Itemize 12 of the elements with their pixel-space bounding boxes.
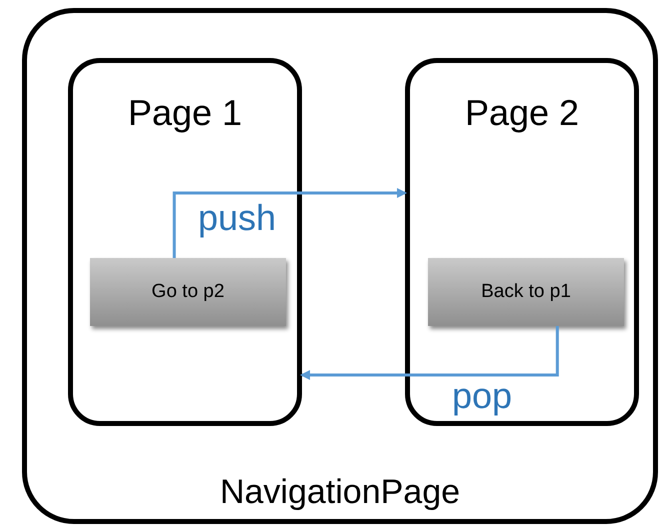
arrow	[172, 188, 407, 258]
page-title: Page 2	[464, 95, 580, 131]
arrow	[300, 326, 559, 380]
page-card	[405, 58, 639, 426]
page-card	[68, 58, 302, 426]
edge-label: push	[197, 200, 278, 236]
edge-label: pop	[451, 378, 514, 414]
button: Back to p1	[428, 258, 624, 326]
page-title: Page 1	[126, 95, 244, 131]
container-title: NavigationPage	[218, 475, 462, 509]
navigation-frame	[22, 8, 658, 524]
button: Go to p2	[90, 258, 286, 326]
